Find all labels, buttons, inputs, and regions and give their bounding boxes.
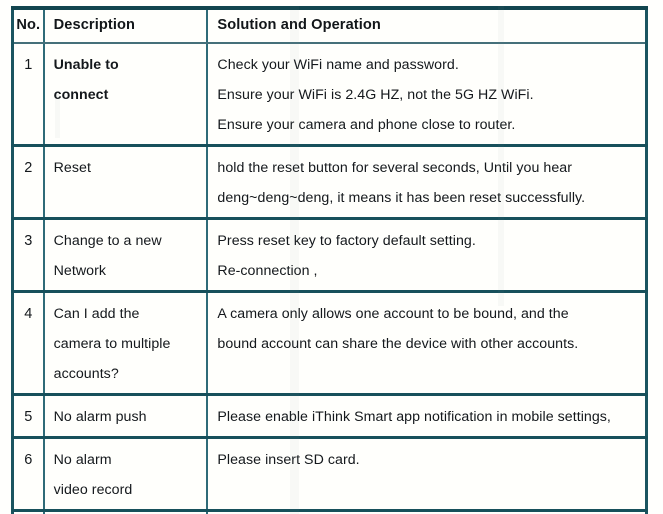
solution-text: Check your WiFi name and password. Ensure… <box>208 44 645 144</box>
column-header-description: Description <box>43 8 209 44</box>
description-text: No alarm push <box>45 396 207 436</box>
solution-cell: A camera only allows one account to be b… <box>207 291 647 396</box>
solution-cell: Please insert SD card. <box>207 437 647 512</box>
row-number-cell: 4 <box>12 291 45 396</box>
solution-cell: Check your WiFi name and password. Ensure… <box>207 43 647 147</box>
description-line: accounts? <box>53 366 119 382</box>
description-line: No alarm <box>53 452 112 468</box>
description-line: Change to a new <box>53 233 162 249</box>
solution-cell: Please enable iThink Smart app notificat… <box>207 394 647 439</box>
description-cell: No alarm push <box>43 394 209 439</box>
solution-line: Please insert SD card. <box>217 452 360 468</box>
row-number-value: 1 <box>24 57 33 73</box>
description-line: connect <box>53 87 109 103</box>
description-text: Can I add the camera to multiple accounts? <box>45 293 207 393</box>
table-row: 2 Reset hold the reset button for several … <box>12 145 647 220</box>
description-line: Reset <box>53 160 91 176</box>
row-number-value: 4 <box>24 306 33 322</box>
table-row: 1 Unable to connect Check your WiFi name an… <box>12 43 647 147</box>
solution-line: Please enable iThink Smart app notificat… <box>217 409 611 425</box>
solution-cell: Press reset key to factory default setti… <box>207 218 647 293</box>
solution-line: Check your WiFi name and password. <box>217 57 459 73</box>
solution-text: hold the reset button for several second… <box>208 147 645 217</box>
description-cell: Can I add the camera to multiple accounts? <box>43 291 209 396</box>
table-row: 6 No alarm video record Please insert SD ca… <box>12 437 647 512</box>
row-number-value: 6 <box>24 452 33 468</box>
row-number-value: 2 <box>24 160 33 176</box>
description-line: video record <box>53 482 133 498</box>
solution-text: Please insert SD card. <box>208 439 645 479</box>
solution-cell: hold the reset button for several second… <box>207 145 647 220</box>
solution-line: deng~deng~deng, it means it has been res… <box>217 190 586 206</box>
row-number-cell: 6 <box>12 437 45 512</box>
table-row: 7DeviceofflineCheck if the network trans… <box>12 510 647 514</box>
faq-troubleshooting-table: No. Description Solution and Operation 1… <box>11 6 648 514</box>
description-text: Unable to connect <box>45 44 207 114</box>
row-number-value: 5 <box>24 409 33 425</box>
description-cell: Unable to connect <box>43 43 209 147</box>
solution-text: A camera only allows one account to be b… <box>208 293 645 363</box>
description-line: Can I add the <box>53 306 140 322</box>
table-header: No. Description Solution and Operation <box>12 8 647 44</box>
description-text: Reset <box>45 147 207 187</box>
solution-line: Ensure your WiFi is 2.4G HZ, not the 5G … <box>217 87 534 103</box>
column-header-solution: Solution and Operation <box>207 8 647 44</box>
description-cell: Reset <box>43 145 209 220</box>
row-number-cell: 1 <box>12 43 45 147</box>
description-cell: Deviceoffline <box>43 510 209 514</box>
description-text: No alarm video record <box>45 439 207 509</box>
row-number-value: 3 <box>24 233 33 249</box>
solution-line: Press reset key to factory default setti… <box>217 233 476 249</box>
description-line: Network <box>53 263 107 279</box>
solution-line: Ensure your camera and phone close to ro… <box>217 117 516 133</box>
table-body: 1 Unable to connect Check your WiFi name an… <box>12 43 647 514</box>
solution-cell: Check if the network transferring fluenc… <box>207 510 647 514</box>
column-header-no: No. <box>12 8 45 44</box>
row-number-cell: 2 <box>12 145 45 220</box>
solution-text: Please enable iThink Smart app notificat… <box>208 396 645 436</box>
solution-line: bound account can share the device with … <box>217 336 579 352</box>
table-row: 4 Can I add the camera to multiple accounts… <box>12 291 647 396</box>
row-number-cell: 7 <box>12 510 45 514</box>
description-line: camera to multiple <box>53 336 171 352</box>
solution-line: hold the reset button for several second… <box>217 160 572 176</box>
table-row: 5 No alarm push Please enable iThink Smart… <box>12 394 647 439</box>
description-cell: No alarm video record <box>43 437 209 512</box>
solution-text: Press reset key to factory default setti… <box>208 220 645 290</box>
description-line: Unable to <box>53 57 119 73</box>
row-number-cell: 3 <box>12 218 45 293</box>
solution-line: A camera only allows one account to be b… <box>217 306 569 322</box>
description-line: No alarm push <box>53 409 147 425</box>
solution-line: Re-connection , <box>217 263 318 279</box>
row-number-cell: 5 <box>12 394 45 439</box>
table-header-row: No. Description Solution and Operation <box>12 8 647 44</box>
